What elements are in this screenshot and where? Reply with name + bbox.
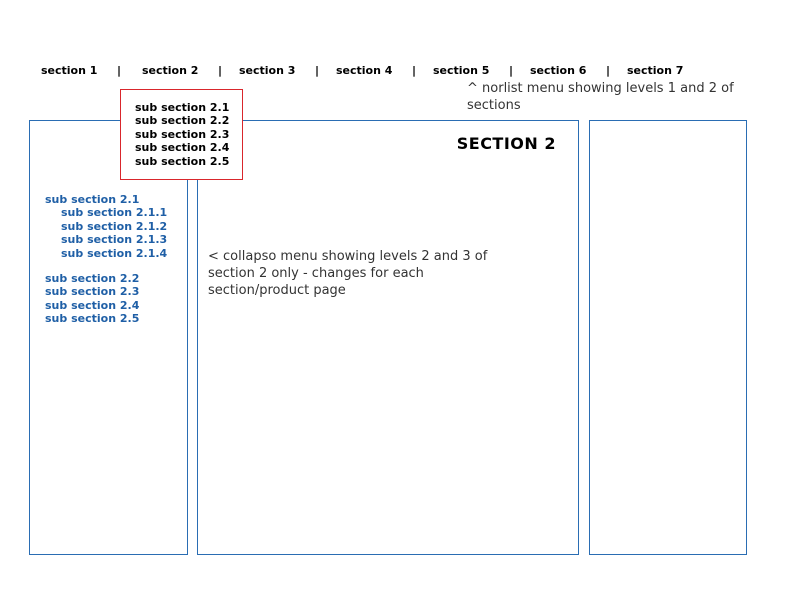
dropdown-item-2-5[interactable]: sub section 2.5 [135, 154, 230, 168]
dropdown-item-2-1[interactable]: sub section 2.1 [135, 101, 230, 114]
section-2-dropdown: sub section 2.1 sub section 2.2 sub sect… [120, 89, 243, 180]
collapso-note: < collapso menu showing levels 2 and 3 o… [208, 249, 488, 298]
sidebar-item-2-4[interactable]: sub section 2.4 [45, 298, 140, 312]
sidebar-item-2-1-2[interactable]: sub section 2.1.2 [61, 219, 168, 233]
dropdown-item-2-2[interactable]: sub section 2.2 [135, 114, 230, 128]
sidebar-item-2-1-3[interactable]: sub section 2.1.3 [61, 233, 168, 247]
page-title: SECTION 2 [456, 134, 556, 153]
top-nav: section 1 | section 2 | section 3 | sect… [0, 64, 800, 78]
nav-separator: | [218, 64, 223, 77]
sidebar-item-2-3[interactable]: sub section 2.3 [45, 285, 140, 299]
nav-section-3[interactable]: section 3 [239, 64, 296, 77]
right-panel [589, 120, 747, 555]
main-panel: SECTION 2 [197, 120, 579, 555]
nav-section-1[interactable]: section 1 [41, 64, 98, 77]
nav-section-7[interactable]: section 7 [627, 64, 684, 77]
dropdown-item-2-4[interactable]: sub section 2.4 [135, 141, 230, 155]
sidebar-item-2-1-1[interactable]: sub section 2.1.1 [61, 206, 168, 220]
nav-section-5[interactable]: section 5 [433, 64, 490, 77]
menu-spacer [45, 260, 167, 272]
nav-separator: | [606, 64, 611, 77]
sidebar-item-2-1-4[interactable]: sub section 2.1.4 [61, 246, 168, 260]
nav-separator: | [412, 64, 417, 77]
norlist-note: ^ norlist menu showing levels 1 and 2 of… [467, 81, 734, 113]
nav-separator: | [315, 64, 320, 77]
sidebar-item-2-1[interactable]: sub section 2.1 [45, 193, 140, 206]
nav-section-4[interactable]: section 4 [336, 64, 393, 77]
dropdown-item-2-3[interactable]: sub section 2.3 [135, 127, 230, 141]
sidebar-panel: sub section 2.1 sub section 2.1.1 sub se… [29, 120, 188, 555]
nav-section-6[interactable]: section 6 [530, 64, 587, 77]
collapso-menu: sub section 2.1 sub section 2.1.1 sub se… [45, 193, 167, 326]
sidebar-item-2-5[interactable]: sub section 2.5 [45, 312, 140, 326]
nav-section-2[interactable]: section 2 [142, 64, 199, 77]
sidebar-item-2-2[interactable]: sub section 2.2 [45, 272, 140, 286]
nav-separator: | [117, 64, 122, 77]
nav-separator: | [509, 64, 514, 77]
